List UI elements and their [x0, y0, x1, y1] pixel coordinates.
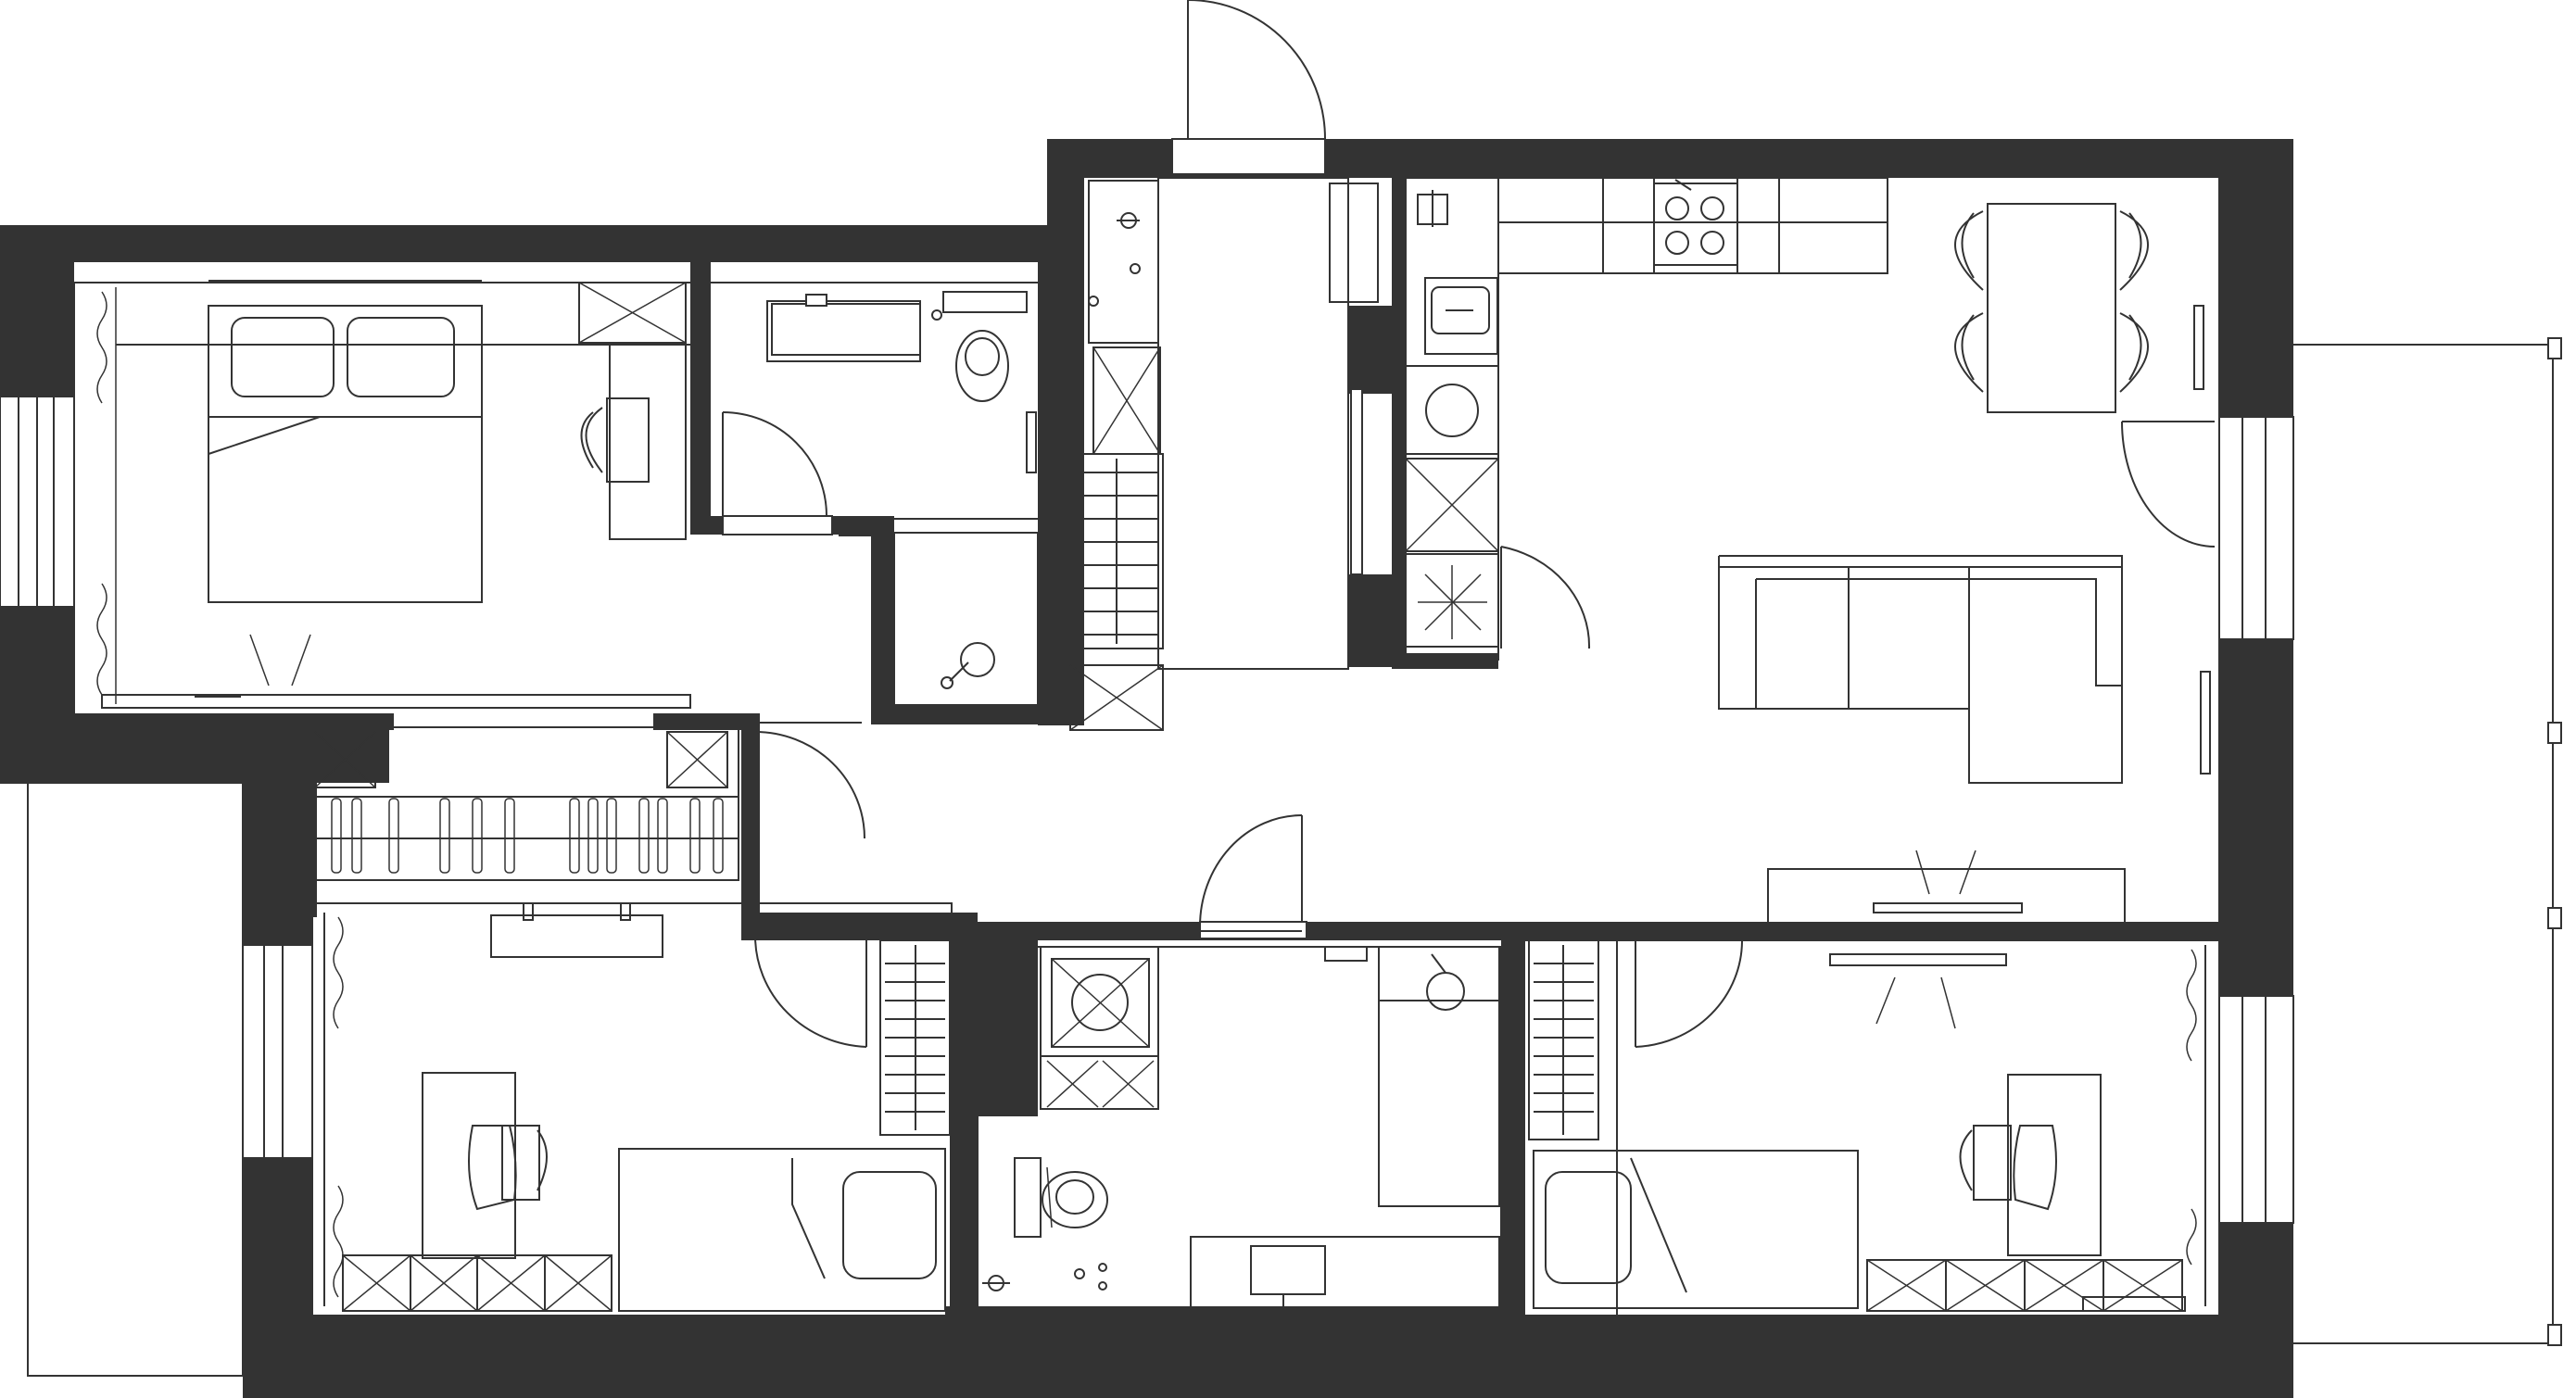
bathroom-lower — [977, 930, 1502, 1312]
child-room-left — [311, 902, 953, 1316]
walls — [0, 139, 2293, 1398]
entrance-hall — [1069, 177, 1379, 731]
double-bed — [116, 280, 690, 603]
kitchen — [1405, 177, 1888, 669]
bathroom-upper — [706, 282, 1046, 535]
bedroom — [73, 280, 691, 713]
hall-wardrobe — [311, 726, 739, 881]
entrance-door[interactable] — [1171, 0, 1326, 175]
living-dining — [754, 178, 2220, 940]
windows — [0, 337, 2562, 1377]
sofa — [1718, 555, 2123, 784]
cooktop-icon — [1653, 183, 1738, 266]
shower-room — [893, 532, 1039, 710]
child-room-right — [1523, 939, 2220, 1316]
